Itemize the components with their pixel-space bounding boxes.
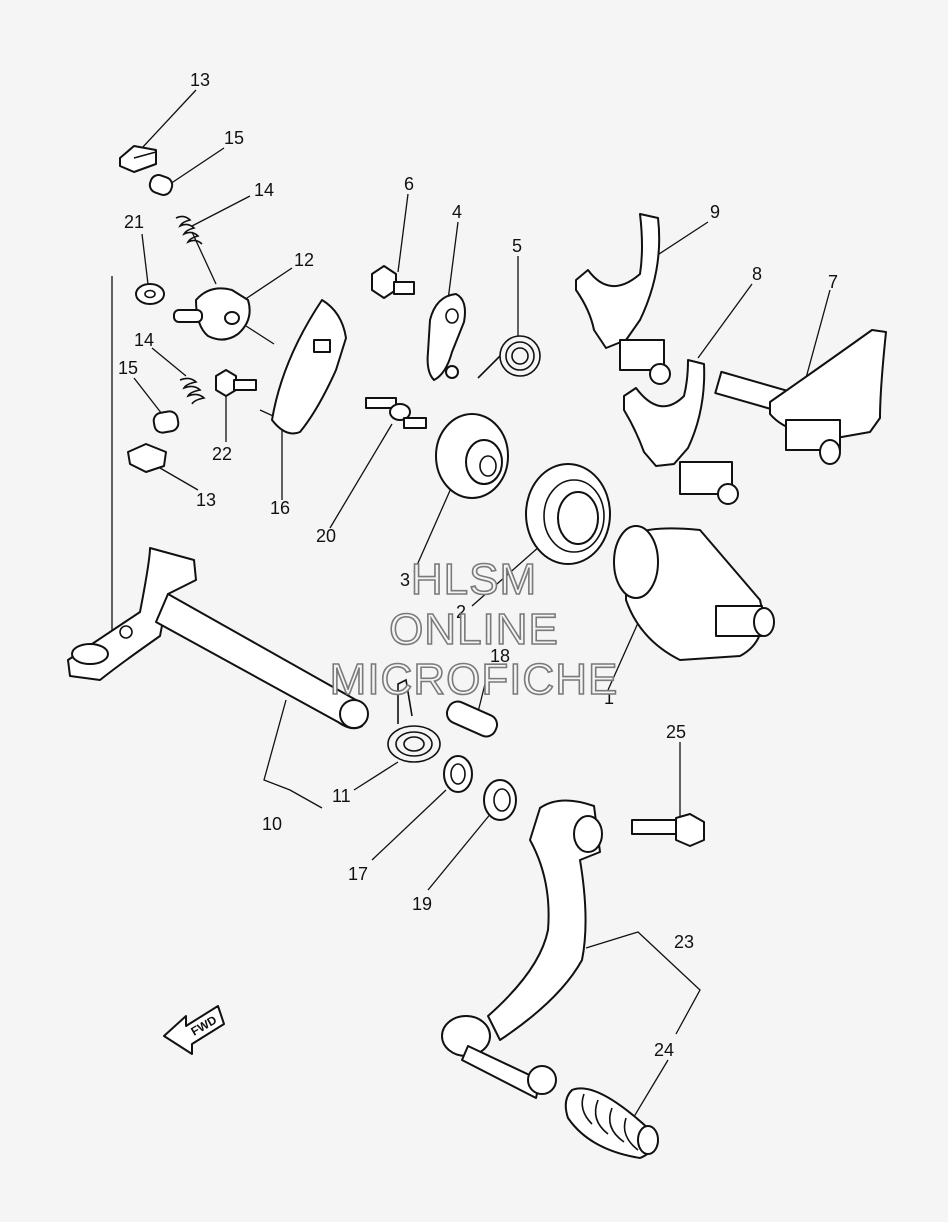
- part-14-lower-spring: [179, 377, 206, 405]
- part-13-upper-block: [119, 145, 157, 173]
- part-16-segment-plate: [271, 299, 347, 435]
- callout-11: 11: [332, 786, 351, 806]
- callout-22: 22: [212, 444, 232, 464]
- callout-5: 5: [512, 236, 522, 256]
- part-17-washer: [443, 755, 473, 793]
- callout-6: 6: [404, 174, 414, 194]
- callout-14-upper: 14: [254, 180, 274, 200]
- callout-19: 19: [412, 894, 432, 914]
- part-15-lower-pin: [152, 410, 180, 434]
- part-4-arm: [426, 293, 466, 381]
- part-8-shift-fork: [623, 359, 739, 505]
- callout-20: 20: [316, 526, 336, 546]
- part-1-shift-drum: [613, 525, 775, 661]
- callout-3: 3: [400, 570, 410, 590]
- part-20-bolt: [365, 397, 427, 429]
- callout-10: 10: [262, 814, 282, 834]
- watermark-line-2: ONLINE: [388, 604, 559, 655]
- callout-2: 2: [456, 602, 466, 622]
- part-14-upper-spring: [175, 215, 203, 245]
- fwd-arrow-icon: FWD: [163, 1005, 225, 1055]
- part-12-stopper-lever: [173, 287, 251, 341]
- callout-14-lower: 14: [134, 330, 154, 350]
- part-24-pedal-rubber: [564, 1087, 659, 1159]
- callout-21: 21: [124, 212, 144, 232]
- callout-12: 12: [294, 250, 314, 270]
- part-5-spring: [477, 335, 541, 379]
- part-13-lower-block: [127, 443, 167, 473]
- callout-24: 24: [654, 1040, 674, 1060]
- part-15-upper-pin: [148, 174, 174, 196]
- callout-1: 1: [604, 688, 614, 708]
- part-18-pin: [445, 700, 499, 738]
- callout-15-upper: 15: [224, 128, 244, 148]
- leader-lines: [111, 89, 831, 1141]
- part-23-shift-pedal: [441, 799, 603, 1099]
- part-21-washer: [135, 283, 165, 305]
- callout-13-upper: 13: [190, 70, 210, 90]
- callout-15-lower: 15: [118, 358, 138, 378]
- callout-25: 25: [666, 722, 686, 742]
- part-9-shift-fork: [575, 213, 671, 385]
- callout-13-lower: 13: [196, 490, 216, 510]
- callout-16: 16: [270, 498, 290, 518]
- callout-7: 7: [828, 272, 838, 292]
- callout-18: 18: [490, 646, 510, 666]
- watermark-line-3: MICROFICHE: [329, 654, 619, 705]
- part-10-shift-shaft: [67, 547, 369, 730]
- part-25-bolt: [631, 813, 705, 847]
- part-2-bearing: [525, 463, 611, 565]
- callout-8: 8: [752, 264, 762, 284]
- callout-17: 17: [348, 864, 368, 884]
- callout-labels: 13 15 14 21 12 14 15 22 13 16 6 4 5 20 3…: [118, 70, 838, 1060]
- part-6-bolt: [371, 265, 415, 299]
- callout-23: 23: [674, 932, 694, 952]
- part-11-return-spring: [387, 678, 441, 763]
- part-7-shift-fork: [714, 329, 887, 465]
- watermark-line-1: HLSM: [410, 554, 538, 605]
- part-3-segment: [435, 413, 509, 499]
- callout-9: 9: [710, 202, 720, 222]
- callout-4: 4: [452, 202, 462, 222]
- part-22-bolt: [215, 369, 257, 397]
- part-19-collar: [483, 779, 517, 821]
